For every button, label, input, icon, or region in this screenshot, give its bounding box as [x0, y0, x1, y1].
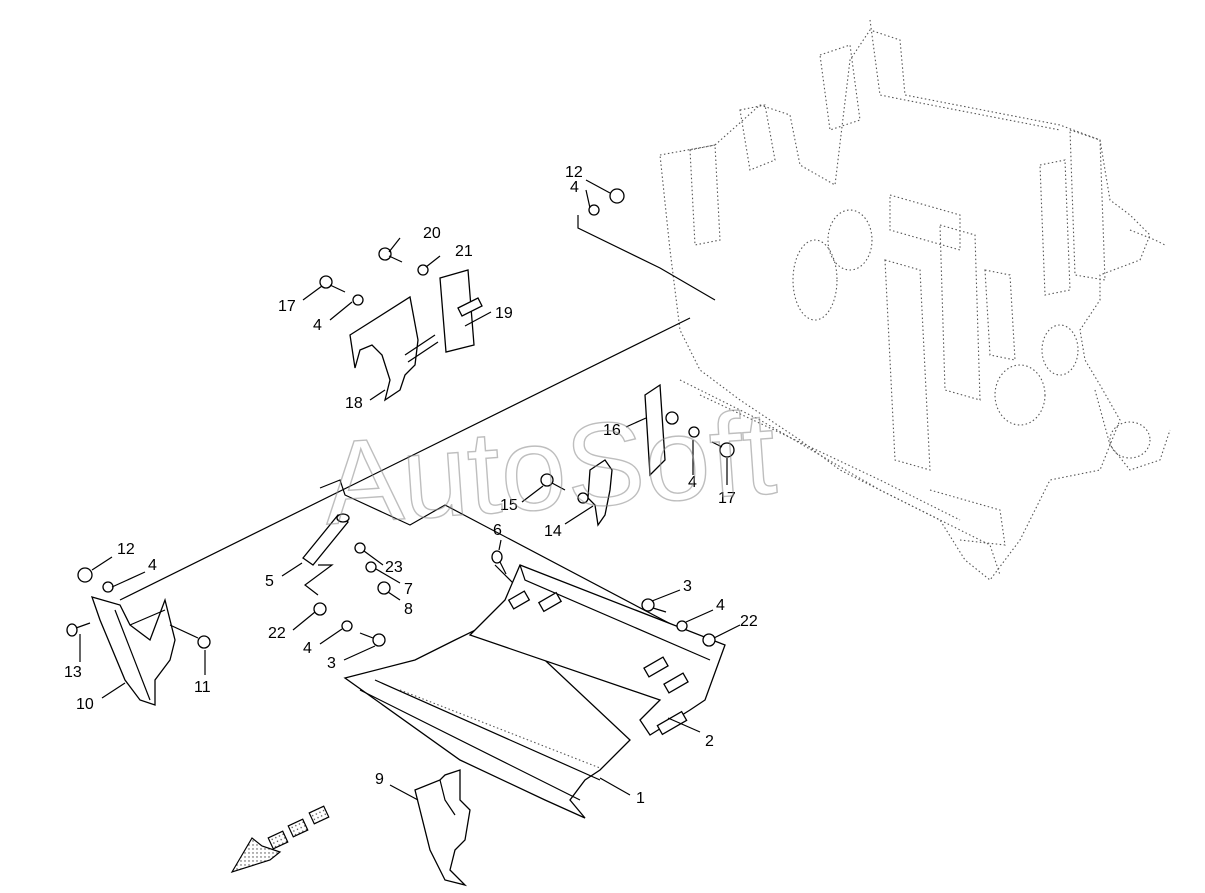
nut-12-top — [609, 188, 625, 204]
callout-18: 18 — [345, 395, 363, 412]
watermark: AutoSoft — [319, 387, 780, 550]
bolt-11 — [169, 624, 211, 649]
fasteners — [66, 188, 735, 649]
washer-23 — [354, 542, 366, 554]
callout-12-left: 12 — [117, 541, 135, 558]
callout-23: 23 — [385, 559, 403, 576]
washer-7 — [365, 561, 377, 573]
part-5-pin — [302, 513, 350, 566]
part-16-bracket — [644, 383, 666, 477]
callout-17-upper: 17 — [278, 298, 296, 315]
washer-4-left — [341, 620, 353, 632]
callout-17-right: 17 — [718, 490, 736, 507]
callout-8: 8 — [404, 601, 413, 618]
callout-4-far-left: 4 — [148, 557, 157, 574]
callout-14: 14 — [544, 523, 562, 540]
part-14-bracket — [587, 459, 613, 527]
washer-21 — [417, 264, 429, 276]
callout-20: 20 — [423, 225, 441, 242]
bolt-16 — [665, 411, 679, 425]
callout-13: 13 — [64, 664, 82, 681]
bolt-6 — [491, 550, 507, 575]
callout-21: 21 — [455, 243, 473, 260]
nut-12-left — [77, 567, 93, 583]
callout-4-left: 4 — [303, 640, 312, 657]
chassis-frame — [659, 19, 1171, 581]
callout-22-right: 22 — [740, 613, 758, 630]
callout-6: 6 — [493, 522, 502, 539]
callout-2: 2 — [705, 733, 714, 750]
part-19-plate — [439, 269, 483, 353]
washer-4-upper — [352, 294, 364, 306]
bolt-17-right — [711, 441, 735, 458]
bolt-13 — [66, 622, 91, 637]
callout-3-right: 3 — [683, 578, 692, 595]
nut-8 — [377, 581, 391, 595]
washer-4-top — [588, 204, 600, 216]
callout-4-right-low: 4 — [716, 597, 725, 614]
callout-16: 16 — [603, 422, 621, 439]
bolt-17-upper — [319, 275, 346, 293]
part-1-shield — [343, 617, 631, 819]
washer-22-left — [313, 602, 327, 616]
bolt-15 — [540, 473, 566, 491]
callout-15: 15 — [500, 497, 518, 514]
part-9-deflector — [414, 769, 471, 887]
callout-19: 19 — [495, 305, 513, 322]
callout-1: 1 — [636, 790, 645, 807]
callout-leaders — [79, 179, 741, 801]
callout-4-top: 4 — [570, 179, 579, 196]
callout-3-left: 3 — [327, 655, 336, 672]
part-2-plate — [468, 564, 726, 736]
bolt-3-right — [641, 598, 667, 613]
part-18-bracket — [349, 295, 439, 402]
washer-22-right — [702, 633, 716, 647]
direction-arrow — [230, 805, 330, 874]
callout-11: 11 — [194, 679, 211, 696]
callout-9: 9 — [375, 771, 384, 788]
callout-7: 7 — [404, 581, 413, 598]
callout-12-top: 12 — [565, 164, 583, 181]
washer-4-right-low — [676, 620, 688, 632]
washer-4-right — [688, 426, 700, 438]
washer-4-far-left — [102, 581, 114, 593]
callout-22-left: 22 — [268, 625, 286, 642]
callout-labels: 12 4 20 21 17 4 19 18 16 4 17 15 14 6 23… — [64, 164, 758, 807]
bolt-3-left — [359, 632, 386, 647]
bolt-20 — [378, 247, 403, 263]
washer-4-mid — [577, 492, 589, 504]
part-10-deflector — [90, 596, 176, 706]
callout-10: 10 — [76, 696, 94, 713]
callout-4-right: 4 — [688, 474, 697, 491]
callout-5: 5 — [265, 573, 274, 590]
callout-4-upper: 4 — [313, 317, 322, 334]
